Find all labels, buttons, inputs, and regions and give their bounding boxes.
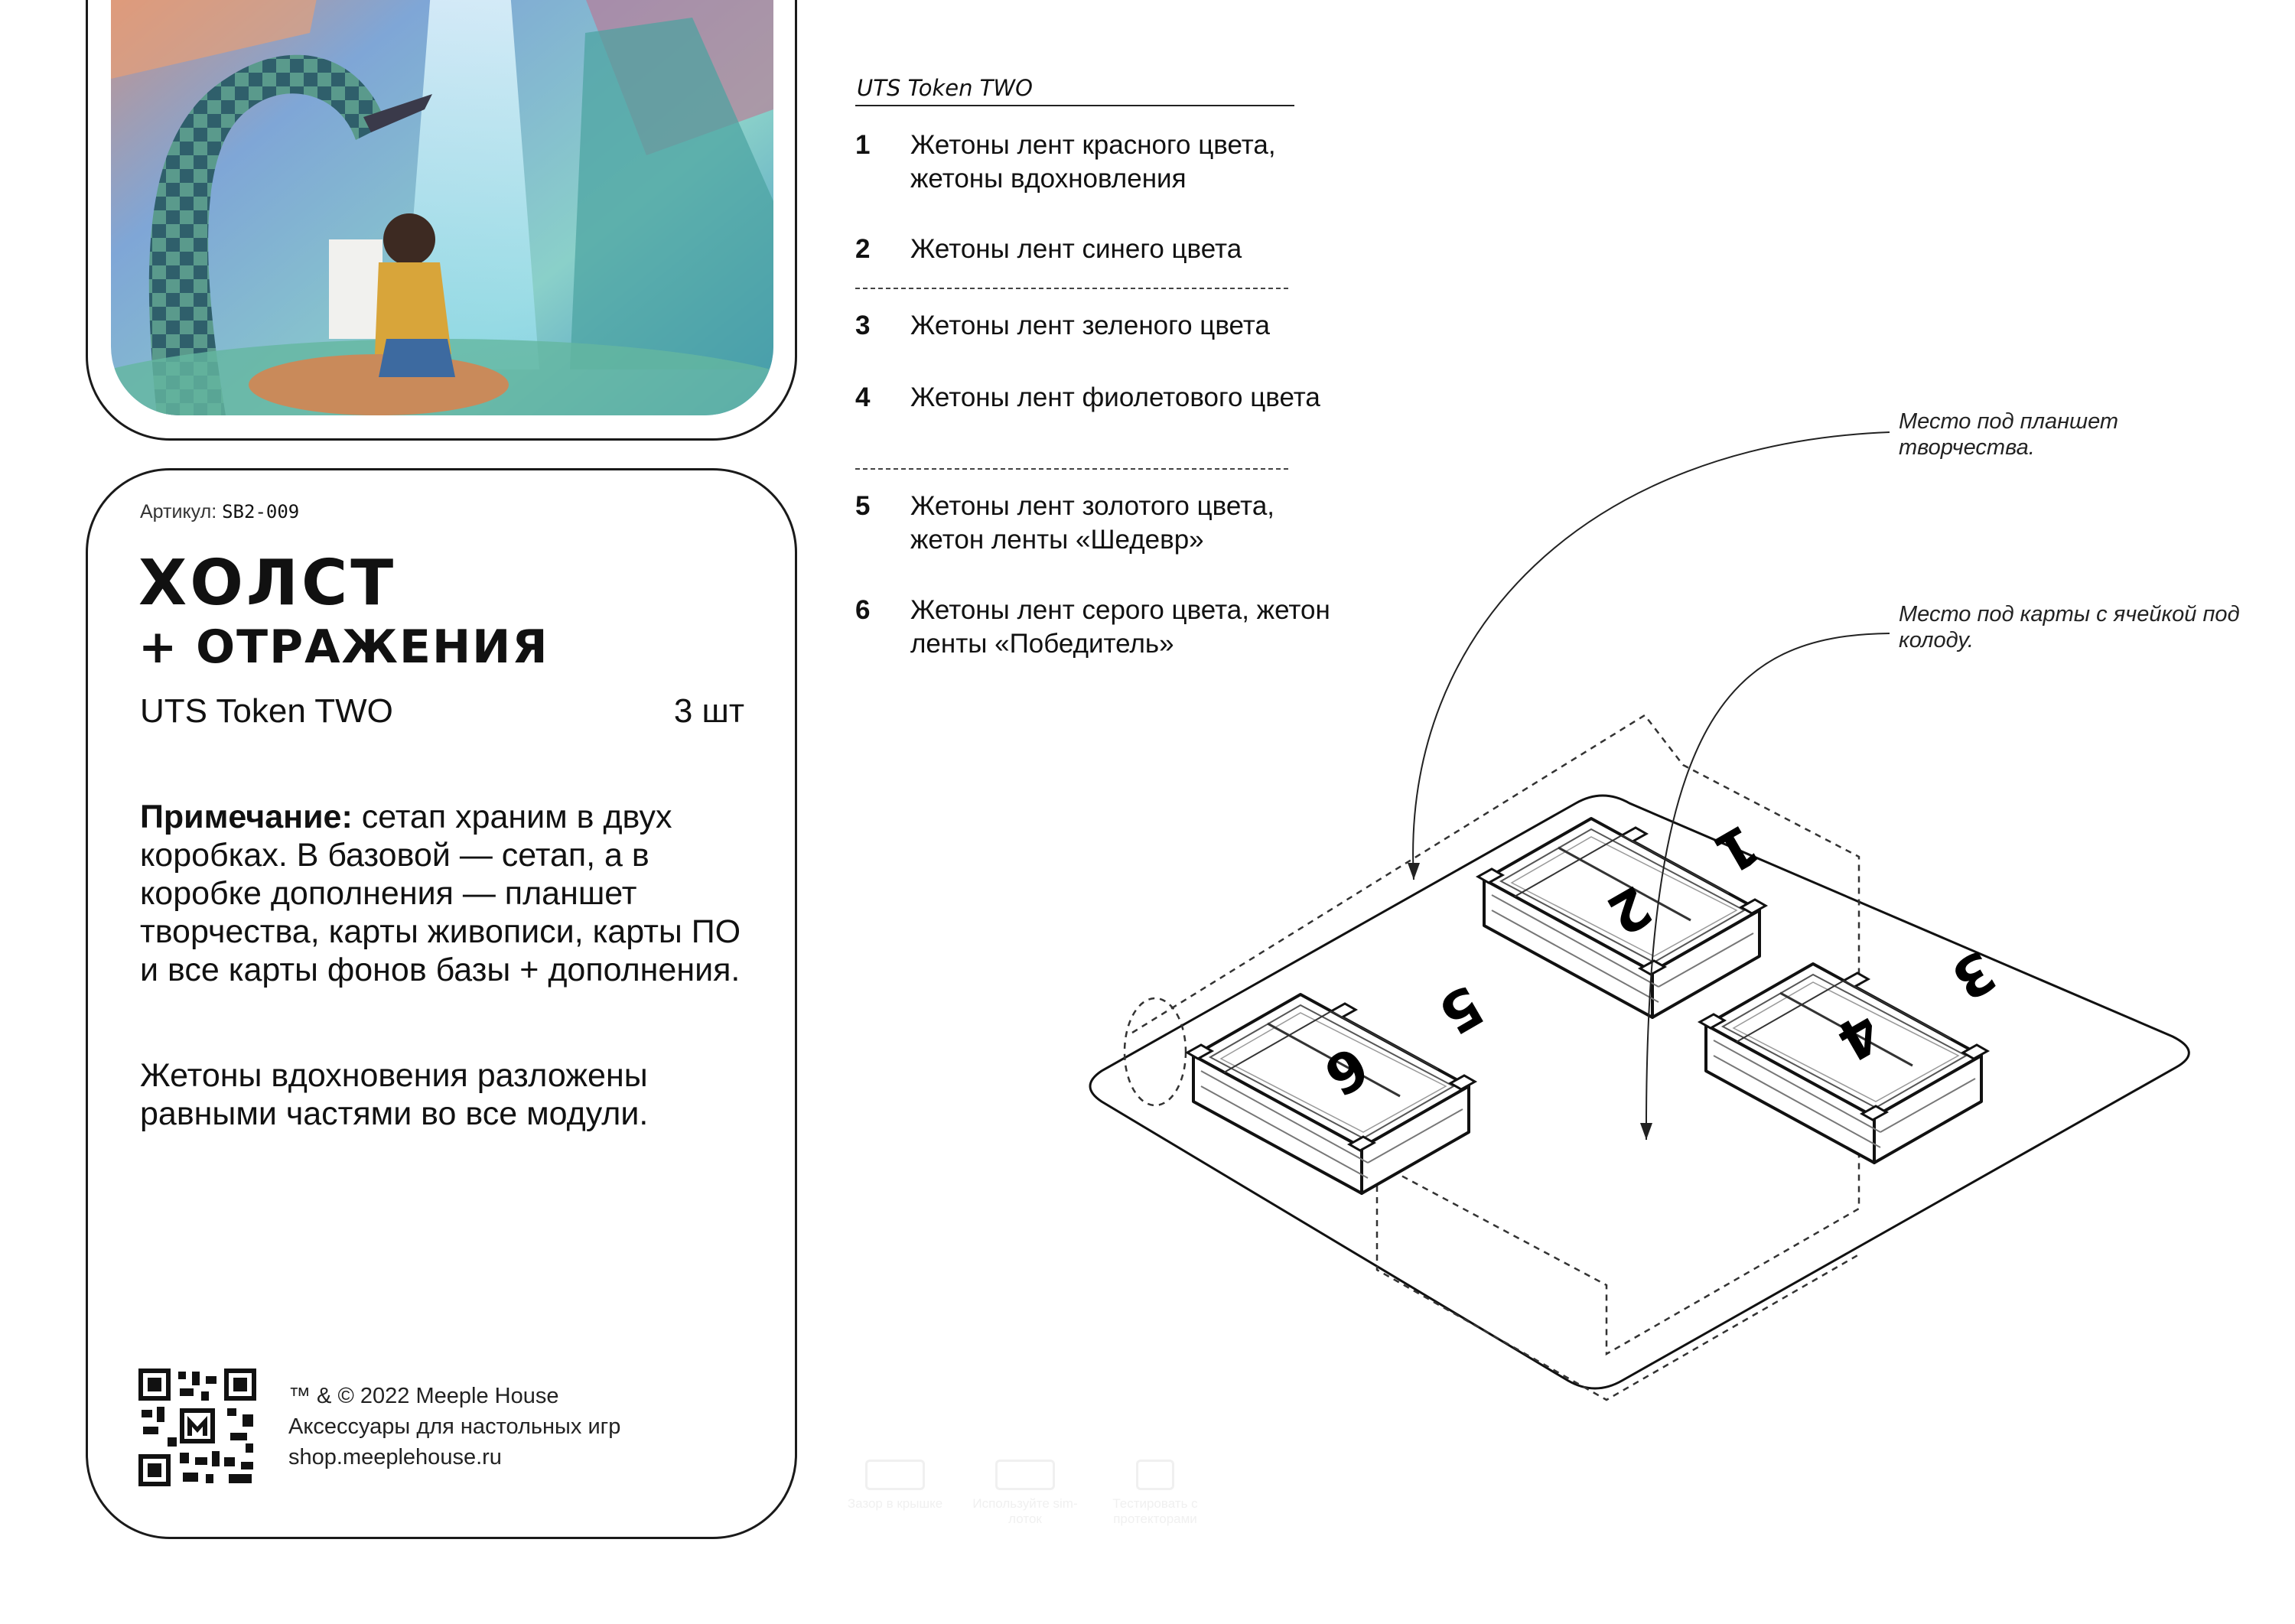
product-name: UTS Token TWO <box>140 692 393 730</box>
shop-link[interactable]: shop.meeplehouse.ru <box>288 1445 502 1469</box>
legend-item-text: Жетоны лент золотого цвета, жетон ленты … <box>910 491 1275 555</box>
legend-title: UTS Token TWO <box>857 75 1033 101</box>
product-subtitle: + ОТРАЖЕНИЯ <box>138 620 549 674</box>
base-plate <box>1089 794 2190 1390</box>
product-title: ХОЛСТ <box>138 547 397 620</box>
faint-note-sleeves: Тестировать с протекторами <box>1102 1460 1209 1527</box>
company-tagline: Аксессуары для настольных игр <box>288 1414 621 1439</box>
faint-note-text: Зазор в крышке <box>847 1496 943 1511</box>
legend-item-text: Жетоны лент фиолетового цвета <box>910 382 1320 412</box>
legend-divider <box>855 288 1288 289</box>
faint-note-text: Тестировать с протекторами <box>1112 1496 1198 1526</box>
note-inspiration: Жетоны вдохновения разложены равными час… <box>140 1057 649 1132</box>
copyright: ™ & © 2022 Meeple House <box>288 1384 559 1408</box>
faint-note-lid-gap: Зазор в крышке <box>842 1460 949 1512</box>
legend-item-number: 2 <box>855 234 871 264</box>
legend-item-text: Жетоны лент красного цвета, жетоны вдохн… <box>910 130 1276 194</box>
callout-cards-arrow <box>1645 633 1890 1141</box>
cover-artwork <box>111 0 773 415</box>
sleeve-icon <box>1136 1460 1174 1490</box>
legend-item-number: 4 <box>855 382 871 412</box>
note-label: Примечание: <box>140 799 353 835</box>
artwork-card <box>86 0 797 441</box>
legend-item-number: 3 <box>855 311 871 340</box>
product-qty: 3 шт <box>673 692 744 730</box>
legend-title-rule <box>855 105 1294 106</box>
legend-divider <box>855 468 1288 470</box>
legend-item-text: Жетоны лент серого цвета, жетон ленты «П… <box>910 595 1330 659</box>
legend-item-text: Жетоны лент синего цвета <box>910 234 1242 264</box>
sku: Артикул: SB2-009 <box>140 501 299 523</box>
product-row: UTS Token TWO 3 шт <box>140 692 744 731</box>
sku-label: Артикул: <box>140 501 217 522</box>
qr-code-image <box>138 1369 256 1486</box>
note: Примечание: сетап храним в двух коробках… <box>140 798 744 989</box>
cover-illustration <box>111 0 773 415</box>
card-icon <box>995 1460 1055 1490</box>
faint-note-text: Используйте sim-лоток <box>972 1496 1078 1526</box>
callout-board-arrow <box>1412 431 1890 880</box>
footer: ™ & © 2022 Meeple House Аксессуары для н… <box>288 1381 620 1473</box>
callout-board: Место под планшет творчества. <box>1899 409 2119 460</box>
callout-cards: Место под карты с ячейкой под колоду. <box>1899 602 2240 653</box>
qr-code[interactable] <box>138 1369 256 1490</box>
legend-item-number: 6 <box>855 595 871 625</box>
card-space-outline <box>1131 714 1860 1356</box>
legend-item-number: 5 <box>855 491 871 521</box>
note-text: сетап храним в двух коробках. В базовой … <box>140 799 741 988</box>
tray-module-34: 3 4 <box>1698 938 2007 1164</box>
legend-item-number: 1 <box>855 130 871 160</box>
info-card: Артикул: SB2-009 ХОЛСТ + ОТРАЖЕНИЯ UTS T… <box>86 468 797 1539</box>
faint-note-sim-tray: Используйте sim-лоток <box>972 1460 1079 1527</box>
sku-code: SB2-009 <box>222 501 300 522</box>
legend-item-text: Жетоны лент зеленого цвета <box>910 311 1270 340</box>
lid-gap-icon <box>865 1460 925 1490</box>
